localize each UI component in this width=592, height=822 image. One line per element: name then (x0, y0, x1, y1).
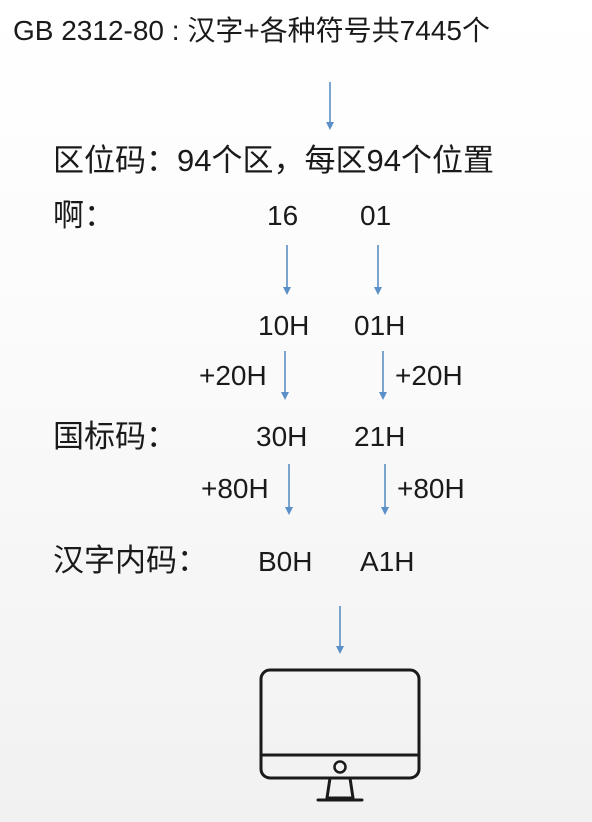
offset-80h-right: +80H (397, 473, 465, 504)
neima-label: 汉字内码： (53, 543, 208, 578)
neima-col-value: A1H (360, 546, 415, 577)
monitor-icon (259, 668, 421, 802)
guobiao-label: 国标码： (53, 419, 177, 454)
offset-20h-left: +20H (199, 360, 267, 391)
char-label: 啊： (53, 198, 115, 233)
page-title: GB 2312-80 : 汉字+各种符号共7445个 (13, 15, 490, 46)
offset-80h-left: +80H (201, 473, 269, 504)
hex-row-value: 10H (258, 310, 310, 341)
quwei-row-value: 16 (267, 200, 299, 231)
guobiao-row-value: 30H (256, 421, 308, 452)
quwei-col-value: 01 (360, 200, 392, 231)
hex-col-value: 01H (354, 310, 406, 341)
quwei-label: 区位码：94个区，每区94个位置 (53, 143, 494, 178)
offset-20h-right: +20H (395, 360, 463, 391)
neima-row-value: B0H (258, 546, 313, 577)
guobiao-col-value: 21H (354, 421, 406, 452)
